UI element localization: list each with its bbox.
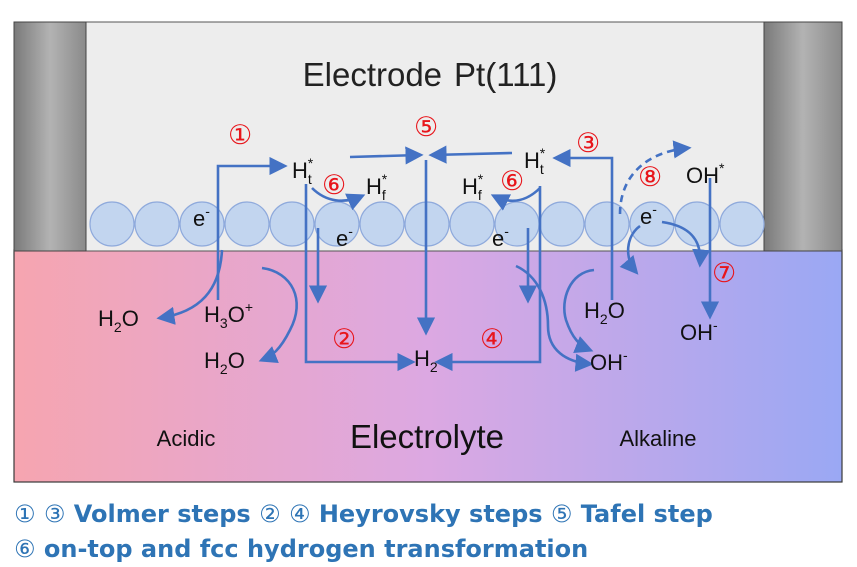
arrow-ht-to-hf-alkaline <box>490 187 541 211</box>
label-h2o-acidic-2: H2O <box>204 348 245 377</box>
label-ht-right: Ht* <box>524 145 546 177</box>
legend-num: ③ <box>43 500 66 528</box>
arrow-h3o-to-h2o <box>156 249 224 325</box>
legend-heyrovsky: Heyrovsky steps <box>318 500 543 528</box>
label-e-acidic-2: e- <box>336 223 353 251</box>
pt-atom <box>224 201 270 247</box>
pt-atom <box>269 201 315 247</box>
legend-num: ④ <box>288 500 311 528</box>
label-hf-right: Hf* <box>462 171 484 203</box>
pt-atom <box>179 201 225 247</box>
step-1: ① <box>228 120 252 150</box>
species-labels: Ht* Hf* Hf* Ht* OH* e- e- e- e- H2O H3O+… <box>98 145 725 377</box>
legend-num: ⑤ <box>550 500 573 528</box>
legend-line-1: ① ③ Volmer steps ② ④ Heyrovsky steps ⑤ T… <box>14 500 713 528</box>
arrow-h3o-curve-2 <box>258 266 298 364</box>
step-8: ⑧ <box>638 162 662 192</box>
arrow-e-alkaline-2 <box>619 224 641 275</box>
step-4: ④ <box>480 324 504 354</box>
electrode-left-bar <box>13 21 87 252</box>
label-h3o: H3O+ <box>204 299 253 331</box>
arrow-e-to-oh <box>661 220 711 268</box>
label-h2: H2 <box>414 346 438 375</box>
pt-atom-layer <box>89 201 765 247</box>
arrow-tafel-left <box>349 146 424 165</box>
label-e-acidic-1: e- <box>193 203 210 231</box>
pt-atom <box>89 201 135 247</box>
pt-atom <box>719 201 765 247</box>
reaction-arrows <box>156 140 720 372</box>
legend-num: ① <box>14 500 36 528</box>
legend-tafel: Tafel step <box>580 500 713 528</box>
electrode-right-bar <box>763 21 843 252</box>
arrow-tafel-right <box>428 145 513 164</box>
label-oh-minus-1: OH- <box>590 347 628 375</box>
pt-atom <box>134 201 180 247</box>
pt-atom <box>449 201 495 247</box>
electrolyte-region <box>13 249 843 483</box>
arrow-water-to-oh <box>563 268 595 354</box>
label-hf-left: Hf* <box>366 171 388 203</box>
label-e-alkaline-1: e- <box>492 223 509 251</box>
label-oh-minus-2: OH- <box>680 317 718 345</box>
step-6-left: ⑥ <box>322 170 346 200</box>
arrow-water-alkaline <box>515 264 594 372</box>
step-numbers: ① ⑤ ③ ⑥ ⑥ ⑧ ⑦ ② ④ <box>228 112 736 354</box>
label-ht-left: Ht* <box>292 155 314 187</box>
electrode-title: Electrode Pt(111) <box>303 56 558 93</box>
arrow-heyrovsky-alkaline <box>434 186 542 372</box>
electrode-material: Pt(111) <box>454 56 557 93</box>
acidic-label: Acidic <box>157 426 216 451</box>
pt-atom <box>539 201 585 247</box>
electrode-name: Electrode <box>303 56 442 93</box>
label-oh-adsorbed: OH* <box>686 160 725 188</box>
label-e-alkaline-2: e- <box>640 201 657 229</box>
arrow-oh-adsorb <box>618 140 692 215</box>
step-3: ③ <box>576 128 600 158</box>
label-h2o-acidic-1: H2O <box>98 306 139 335</box>
pt-atom <box>584 201 630 247</box>
pt-atom <box>359 201 405 247</box>
alkaline-label: Alkaline <box>619 426 696 451</box>
legend-num: ② <box>259 500 281 528</box>
electrolyte-title: Electrolyte <box>350 418 504 455</box>
pt-atom <box>314 201 360 247</box>
arrow-heyrovsky-acidic <box>304 184 416 372</box>
step-2: ② <box>332 324 356 354</box>
arrow-ht-to-hf-acidic <box>311 187 366 211</box>
arrow-volmer-alkaline <box>552 148 614 300</box>
arrow-volmer-acidic <box>216 156 288 300</box>
step-7: ⑦ <box>712 258 736 288</box>
legend-line-2: ⑥ on-top and fcc hydrogen transformation <box>14 535 588 563</box>
step-6-right: ⑥ <box>500 166 524 196</box>
label-h2o-alkaline: H2O <box>584 298 625 327</box>
legend-num: ⑥ <box>14 535 36 563</box>
legend-transformation: on-top and fcc hydrogen transformation <box>43 535 589 563</box>
step-5: ⑤ <box>414 112 438 142</box>
pt-atom <box>674 201 720 247</box>
legend-volmer: Volmer steps <box>73 500 251 528</box>
